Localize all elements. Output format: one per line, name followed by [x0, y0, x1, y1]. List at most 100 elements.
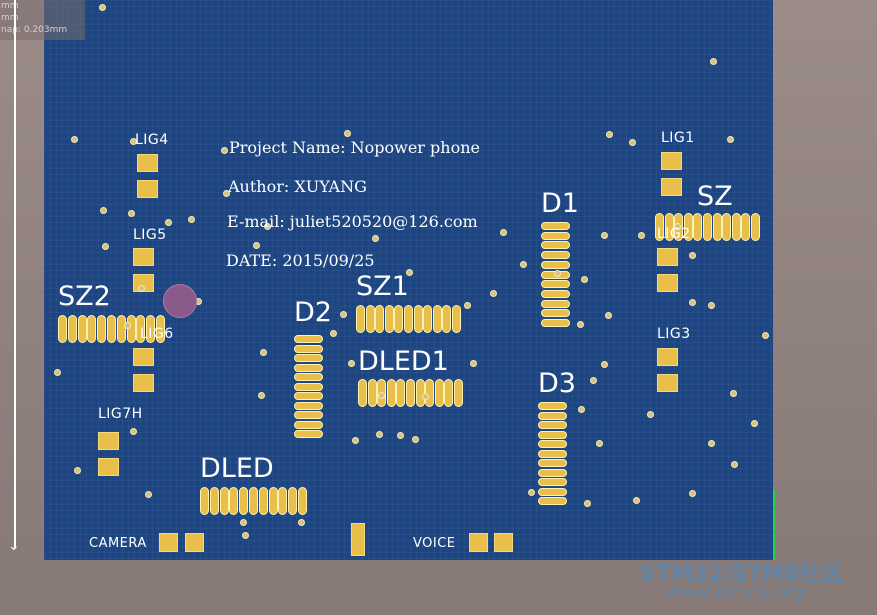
- via-hole: [581, 276, 588, 283]
- smd-pad: [469, 533, 488, 552]
- header-pin: [538, 468, 567, 477]
- via-hole: [352, 437, 359, 444]
- via-hole: [490, 290, 497, 297]
- label-sz1: SZ1: [356, 271, 409, 302]
- via-hole: [500, 229, 507, 236]
- header-pin: [454, 379, 463, 407]
- via-hole: [260, 349, 267, 356]
- header-pin: [541, 241, 570, 250]
- via-hole: [253, 242, 260, 249]
- header-pin: [294, 430, 323, 438]
- snap-text: nap: 0.203mm: [1, 25, 68, 35]
- header-pin: [693, 213, 703, 241]
- via-hole: [590, 377, 597, 384]
- via-hole: [372, 235, 379, 242]
- via-hole: [578, 406, 585, 413]
- label-d1: D1: [541, 188, 579, 219]
- header-pin: [365, 305, 375, 333]
- label-dled1: DLED1: [358, 346, 449, 377]
- smd-pad: [494, 533, 513, 552]
- label-voice: VOICE: [413, 536, 456, 551]
- via-hole: [221, 147, 228, 154]
- header-pin: [423, 305, 433, 333]
- smd-pad: [661, 152, 682, 170]
- header-pin: [538, 497, 567, 505]
- header-pin: [356, 305, 365, 333]
- via-hole: [223, 190, 230, 197]
- via-hole: [596, 440, 603, 447]
- header-pin: [294, 354, 323, 362]
- project-name-text: Project Name: Nopower phone: [229, 138, 480, 157]
- header-pin: [538, 402, 567, 410]
- arrow-down-icon: ⌄: [8, 538, 20, 554]
- header-pin: [136, 315, 146, 343]
- header-pin: [538, 459, 567, 467]
- label-lig2: LIG2: [657, 226, 691, 242]
- header-pin: [386, 379, 396, 407]
- header-pin: [219, 487, 229, 515]
- header-pin: [541, 260, 570, 269]
- header-pin: [294, 335, 323, 343]
- smd-pad: [661, 178, 682, 196]
- via-hole: [376, 431, 383, 438]
- smd-pad: [133, 248, 154, 266]
- via-hole: [188, 216, 195, 223]
- pcb-board[interactable]: [44, 0, 773, 560]
- header-pin: [541, 289, 570, 298]
- header-pin: [367, 379, 377, 407]
- header-pin: [541, 309, 570, 318]
- via-hole: [330, 330, 337, 337]
- watermark-url: www.stmcu.org: [666, 582, 805, 603]
- label-dled: DLED: [200, 453, 274, 484]
- smd-pad: [351, 523, 365, 556]
- label-d2: D2: [294, 297, 332, 328]
- smd-pad: [98, 432, 119, 450]
- header-pin: [107, 315, 116, 343]
- header-pin: [396, 379, 406, 407]
- header-pin: [384, 305, 394, 333]
- via-hole: [130, 428, 137, 435]
- via-hole: [397, 432, 404, 439]
- header-pin: [229, 487, 239, 515]
- via-hole: [528, 489, 535, 496]
- smd-pad: [159, 533, 178, 552]
- header-pin: [406, 379, 415, 407]
- smd-pad: [657, 248, 678, 266]
- via-hole: [577, 321, 584, 328]
- header-pin: [741, 213, 751, 241]
- label-sz2: SZ2: [58, 281, 111, 312]
- header-pin: [156, 315, 165, 343]
- via-hole: [240, 519, 247, 526]
- header-pin: [77, 315, 87, 343]
- header-pin: [294, 344, 323, 353]
- header-pin: [200, 487, 209, 515]
- header-pin: [239, 487, 249, 515]
- label-lig4: LIG4: [135, 132, 169, 148]
- header-pin: [683, 213, 693, 241]
- via-hole: [710, 58, 717, 65]
- header-pin: [655, 213, 664, 241]
- header-pin: [358, 379, 367, 407]
- via-hole: [54, 369, 61, 376]
- via-hole: [71, 136, 78, 143]
- header-pin: [538, 478, 567, 486]
- via-hole: [638, 232, 645, 239]
- via-hole: [130, 138, 137, 145]
- via-hole: [264, 223, 271, 230]
- header-pin: [294, 392, 323, 400]
- via-hole: [730, 390, 737, 397]
- via-hole: [554, 270, 561, 277]
- label-lig7h: LIG7H: [98, 406, 143, 422]
- header-pin: [294, 363, 323, 372]
- header-pin: [541, 280, 570, 289]
- header-pin: [249, 487, 258, 515]
- header-pin: [434, 379, 444, 407]
- header-pin: [87, 315, 97, 343]
- label-lig5: LIG5: [133, 227, 167, 243]
- via-hole: [731, 461, 738, 468]
- via-hole: [464, 302, 471, 309]
- via-hole: [406, 269, 413, 276]
- header-pin: [294, 401, 323, 410]
- via-hole: [520, 261, 527, 268]
- header-pin: [268, 487, 278, 515]
